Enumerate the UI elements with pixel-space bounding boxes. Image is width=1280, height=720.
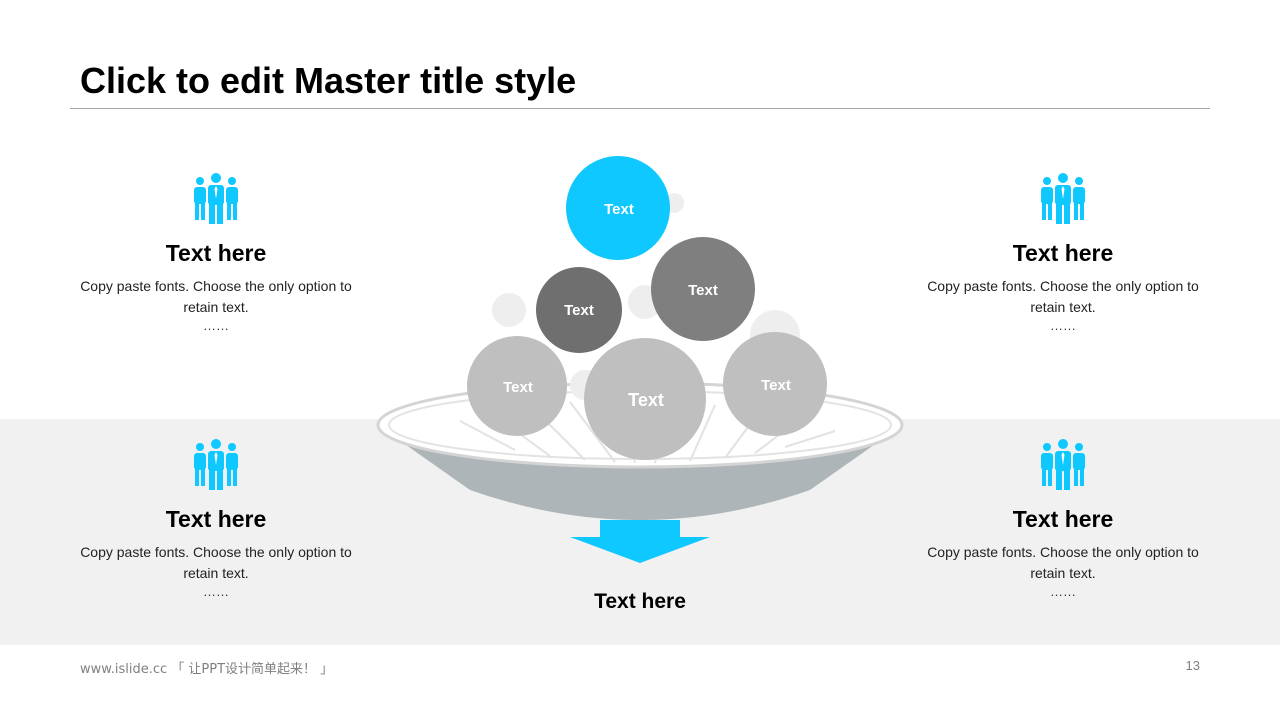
card-body: Copy paste fonts. Choose the only option…: [80, 544, 352, 581]
team-icon: [194, 173, 238, 224]
ball-2[interactable]: [536, 267, 622, 353]
page-number: 13: [1185, 658, 1200, 673]
card-bottom-left[interactable]: Text here Copy paste fonts. Choose the o…: [66, 438, 366, 599]
title-divider: [70, 108, 1210, 109]
ball-3-label: Text: [688, 282, 718, 299]
ball-4[interactable]: [467, 336, 567, 436]
team-icon: [194, 439, 238, 490]
card-heading: Text here: [165, 240, 267, 266]
card-heading: Text here: [165, 506, 267, 532]
card-body: Copy paste fonts. Choose the only option…: [80, 278, 352, 315]
ball-6[interactable]: [723, 332, 827, 436]
ball-1-label: Text: [604, 201, 634, 218]
output-arrow: [570, 520, 710, 563]
card-heading: Text here: [1012, 506, 1114, 532]
ball-1[interactable]: [566, 156, 670, 260]
ball-6-label: Text: [761, 377, 791, 394]
ball-5[interactable]: [584, 338, 706, 460]
card-heading: Text here: [1012, 240, 1114, 266]
funnel-output-label: Text here: [594, 590, 686, 613]
card-top-left[interactable]: Text here Copy paste fonts. Choose the o…: [66, 172, 366, 333]
card-top-right[interactable]: Text here Copy paste fonts. Choose the o…: [913, 172, 1213, 333]
ball-2-label: Text: [564, 302, 594, 319]
card-ellipsis: ……: [1050, 318, 1076, 333]
card-ellipsis: ……: [203, 584, 229, 599]
footer-text: www.islide.cc 「 让PPT设计简单起来！ 」: [80, 662, 334, 677]
card-bottom-right[interactable]: Text here Copy paste fonts. Choose the o…: [913, 438, 1213, 599]
team-icon: [1041, 439, 1085, 490]
card-body: Copy paste fonts. Choose the only option…: [927, 278, 1199, 315]
ball-3[interactable]: [651, 237, 755, 341]
team-icon: [1041, 173, 1085, 224]
ball-5-label: Text: [628, 390, 664, 410]
card-ellipsis: ……: [1050, 584, 1076, 599]
ball-4-label: Text: [503, 379, 533, 396]
card-ellipsis: ……: [203, 318, 229, 333]
card-body: Copy paste fonts. Choose the only option…: [927, 544, 1199, 581]
slide-title[interactable]: Click to edit Master title style: [80, 60, 577, 101]
